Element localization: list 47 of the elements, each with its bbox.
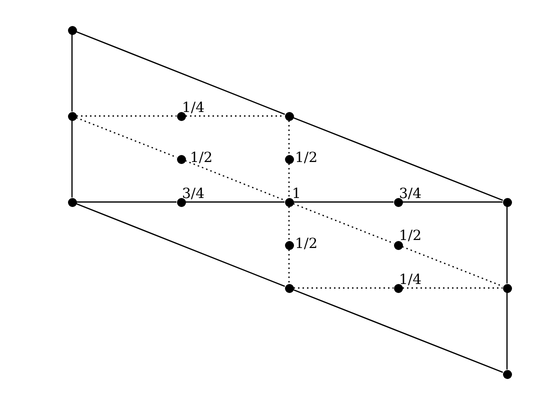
point-dot: [176, 112, 186, 120]
dotted-line: [294, 287, 394, 289]
point-label: 1/4: [182, 101, 205, 115]
dotted-line: [288, 250, 290, 284]
point-label: 1/4: [399, 273, 422, 287]
point-label: 1/2: [190, 151, 213, 165]
point-dot: [284, 198, 294, 206]
line-segment: [76, 203, 286, 287]
point-label: 1/2: [295, 151, 318, 165]
dotted-line: [186, 115, 284, 117]
dotted-line: [288, 164, 290, 198]
line-segment: [294, 201, 394, 203]
line-segment: [292, 289, 504, 373]
point-dot: [284, 112, 294, 120]
dotted-line: [288, 120, 290, 154]
line-segment: [71, 34, 73, 112]
dotted-line: [402, 287, 502, 289]
point-label: 1: [292, 187, 301, 201]
point-dot: [394, 198, 402, 206]
line-segment: [402, 201, 502, 203]
point-label: 1/2: [399, 229, 422, 243]
point-dot: [176, 154, 186, 164]
point-dot: [502, 198, 512, 206]
point-dot: [502, 370, 512, 378]
point-dot: [394, 240, 402, 250]
dotted-line: [288, 206, 290, 240]
point-dot: [68, 26, 76, 34]
line-segment: [71, 120, 73, 198]
point-label: 1/2: [295, 237, 318, 251]
point-dot: [284, 284, 294, 292]
dotted-line: [184, 160, 286, 201]
line-segment: [506, 292, 508, 370]
dotted-line: [76, 115, 176, 117]
line-segment: [76, 201, 176, 203]
line-segment: [506, 206, 508, 284]
point-dot: [502, 284, 512, 292]
line-segment: [186, 201, 284, 203]
line-segment: [76, 31, 286, 115]
point-label: 3/4: [399, 187, 422, 201]
point-dot: [394, 284, 402, 292]
point-dot: [68, 112, 76, 120]
point-dot: [176, 198, 186, 206]
point-label: 3/4: [182, 187, 205, 201]
point-dot: [68, 198, 76, 206]
line-segment: [292, 117, 504, 201]
point-dot: [284, 154, 294, 164]
point-dot: [284, 240, 294, 250]
